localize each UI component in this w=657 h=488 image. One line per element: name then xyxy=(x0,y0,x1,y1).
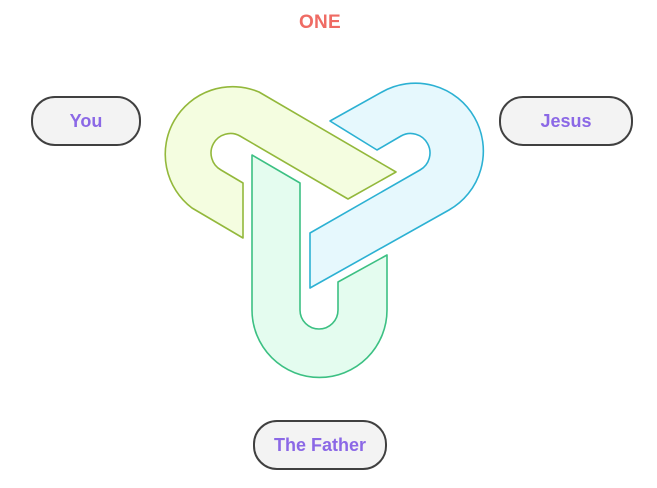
link-the-father xyxy=(251,154,388,379)
jesus-label: Jesus xyxy=(499,96,633,146)
you-label: You xyxy=(31,96,141,146)
the-father-label: The Father xyxy=(253,420,387,470)
diagram-title: ONE xyxy=(298,12,342,33)
link-you xyxy=(164,85,397,239)
link-jesus xyxy=(309,82,485,289)
